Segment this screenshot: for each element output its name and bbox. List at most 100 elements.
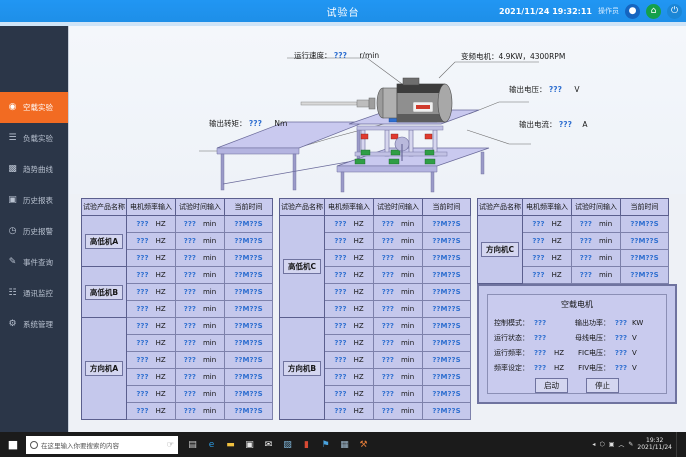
- test-time-input-cell[interactable]: ???min: [175, 385, 225, 403]
- test-time-input-cell[interactable]: ???min: [175, 368, 225, 386]
- frequency-input-cell[interactable]: ???HZ: [126, 215, 176, 233]
- frequency-input-cell[interactable]: ???HZ: [324, 334, 374, 352]
- frequency-input-cell[interactable]: ???HZ: [324, 368, 374, 386]
- stop-button[interactable]: 停止: [586, 378, 619, 393]
- frequency-input-cell[interactable]: ???HZ: [522, 215, 572, 233]
- test-time-input-cell[interactable]: ???min: [373, 402, 423, 420]
- test-time-input-cell[interactable]: ???min: [373, 283, 423, 301]
- tools-icon[interactable]: ⚑: [321, 439, 330, 450]
- frequency-input-cell[interactable]: ???HZ: [522, 249, 572, 267]
- test-time-input-cell[interactable]: ???min: [175, 283, 225, 301]
- frequency-input-cell[interactable]: ???HZ: [324, 232, 374, 250]
- table-row: ???HZ???min??M??S: [280, 368, 471, 386]
- taskbar-clock[interactable]: 19:32 2021/11/24: [637, 437, 672, 452]
- shield-icon[interactable]: ▣: [608, 441, 615, 448]
- frequency-input-cell[interactable]: ???HZ: [126, 385, 176, 403]
- test-time-input-cell[interactable]: ???min: [175, 317, 225, 335]
- test-time-input-cell[interactable]: ???min: [373, 232, 423, 250]
- test-time-input-cell[interactable]: ???min: [175, 215, 225, 233]
- show-desktop-button[interactable]: [676, 432, 682, 457]
- test-time-input-cell[interactable]: ???min: [373, 317, 423, 335]
- start-button-icon[interactable]: ■: [7, 438, 19, 451]
- volume-icon[interactable]: ◂: [592, 441, 596, 448]
- frequency-input-cell[interactable]: ???HZ: [126, 402, 176, 420]
- sidebar-item-history-alarm[interactable]: ◷ 历史报警: [0, 216, 68, 247]
- test-time-input-cell[interactable]: ???min: [571, 249, 621, 267]
- test-time-input-cell[interactable]: ???min: [373, 351, 423, 369]
- frequency-input-cell[interactable]: ???HZ: [324, 215, 374, 233]
- frequency-input-cell[interactable]: ???HZ: [324, 266, 374, 284]
- hmi-app-icon[interactable]: ⚒: [359, 439, 368, 450]
- frequency-input-cell[interactable]: ???HZ: [324, 351, 374, 369]
- test-time-input-cell[interactable]: ???min: [175, 334, 225, 352]
- test-time-input-cell[interactable]: ???min: [373, 334, 423, 352]
- frequency-input-cell[interactable]: ???HZ: [126, 266, 176, 284]
- photos-icon[interactable]: ▨: [283, 439, 292, 450]
- frequency-input-cell[interactable]: ???HZ: [126, 249, 176, 267]
- table-header-cell-1: 电机频率输入: [126, 198, 176, 216]
- test-bench-diagram: 运行速度： ??? r/min 变频电机：4.9KW，4300RPM 输出电压：…: [69, 26, 686, 194]
- frequency-input-cell[interactable]: ???HZ: [324, 283, 374, 301]
- frequency-input-cell[interactable]: ???HZ: [126, 283, 176, 301]
- network-icon[interactable]: ⬡: [599, 441, 605, 448]
- test-time-input-cell[interactable]: ???min: [373, 385, 423, 403]
- test-time-input-cell[interactable]: ???min: [571, 266, 621, 284]
- file-explorer-icon[interactable]: ▬: [226, 439, 235, 450]
- frequency-input-cell[interactable]: ???HZ: [126, 351, 176, 369]
- chevron-up-icon[interactable]: ︿: [618, 442, 625, 449]
- frequency-input-cell[interactable]: ???HZ: [324, 385, 374, 403]
- frequency-input-cell[interactable]: ???HZ: [126, 317, 176, 335]
- mail-icon[interactable]: ✉: [264, 439, 273, 450]
- pdf-icon[interactable]: ▮: [304, 439, 309, 450]
- start-button[interactable]: 启动: [535, 378, 568, 393]
- test-time-input-cell-value: ???: [183, 254, 196, 262]
- store-icon[interactable]: ▣: [245, 439, 254, 450]
- person-icon[interactable]: ●: [625, 3, 640, 19]
- sidebar-item-trend-curve[interactable]: ▩ 趋势曲线: [0, 154, 68, 185]
- frequency-input-cell[interactable]: ???HZ: [324, 300, 374, 318]
- gauge-icon: ◉: [8, 102, 17, 112]
- test-time-input-cell[interactable]: ???min: [373, 300, 423, 318]
- test-time-input-cell-value: ???: [381, 237, 394, 245]
- test-time-input-cell[interactable]: ???min: [373, 266, 423, 284]
- frequency-input-cell[interactable]: ???HZ: [126, 334, 176, 352]
- test-time-input-cell[interactable]: ???min: [373, 249, 423, 267]
- test-time-input-cell[interactable]: ???min: [175, 249, 225, 267]
- frequency-input-cell[interactable]: ???HZ: [126, 368, 176, 386]
- title-bar: 试验台 2021/11/24 19:32:11 操作员 ● ⌂ ⏻: [0, 0, 686, 22]
- sidebar-item-event-query[interactable]: ✎ 事件查询: [0, 247, 68, 278]
- sidebar-item-load-test[interactable]: ☰ 负载实验: [0, 123, 68, 154]
- sidebar-item-no-load-test[interactable]: ◉ 空载实验: [0, 92, 68, 123]
- test-time-input-cell[interactable]: ???min: [571, 215, 621, 233]
- test-time-input-cell[interactable]: ???min: [175, 402, 225, 420]
- frequency-input-cell[interactable]: ???HZ: [324, 249, 374, 267]
- frequency-input-cell[interactable]: ???HZ: [324, 317, 374, 335]
- task-view-icon[interactable]: ▤: [188, 439, 197, 450]
- pen-icon[interactable]: ✎: [628, 441, 634, 448]
- frequency-input-cell-value: ???: [136, 237, 149, 245]
- frequency-input-cell-unit: HZ: [353, 220, 364, 228]
- test-time-input-cell[interactable]: ???min: [373, 215, 423, 233]
- app-icon[interactable]: ▦: [340, 439, 349, 450]
- frequency-input-cell[interactable]: ???HZ: [324, 402, 374, 420]
- microphone-icon[interactable]: ☞: [166, 440, 174, 449]
- test-time-input-cell[interactable]: ???min: [175, 300, 225, 318]
- test-time-input-cell[interactable]: ???min: [373, 368, 423, 386]
- test-time-input-cell[interactable]: ???min: [571, 232, 621, 250]
- sidebar-item-history-report[interactable]: ▣ 历史报表: [0, 185, 68, 216]
- sidebar-item-comm-monitor[interactable]: ☷ 通讯监控: [0, 278, 68, 309]
- frequency-input-cell[interactable]: ???HZ: [126, 232, 176, 250]
- motor-param-right-label-2: FIC电压：: [578, 348, 610, 357]
- frequency-input-cell[interactable]: ???HZ: [522, 232, 572, 250]
- frequency-input-cell[interactable]: ???HZ: [522, 266, 572, 284]
- test-time-input-cell[interactable]: ???min: [175, 351, 225, 369]
- edge-icon[interactable]: e: [208, 439, 215, 450]
- test-time-input-cell[interactable]: ???min: [175, 266, 225, 284]
- home-icon[interactable]: ⌂: [646, 3, 661, 19]
- sidebar-item-system-manage[interactable]: ⚙ 系统管理: [0, 309, 68, 340]
- frequency-input-cell[interactable]: ???HZ: [126, 300, 176, 318]
- power-icon[interactable]: ⏻: [667, 3, 682, 19]
- test-time-input-cell[interactable]: ???min: [175, 232, 225, 250]
- sidebar-item-label: 历史报表: [23, 196, 53, 205]
- taskbar-search-input[interactable]: 在这里输入你要搜索的内容 ☞: [26, 435, 178, 454]
